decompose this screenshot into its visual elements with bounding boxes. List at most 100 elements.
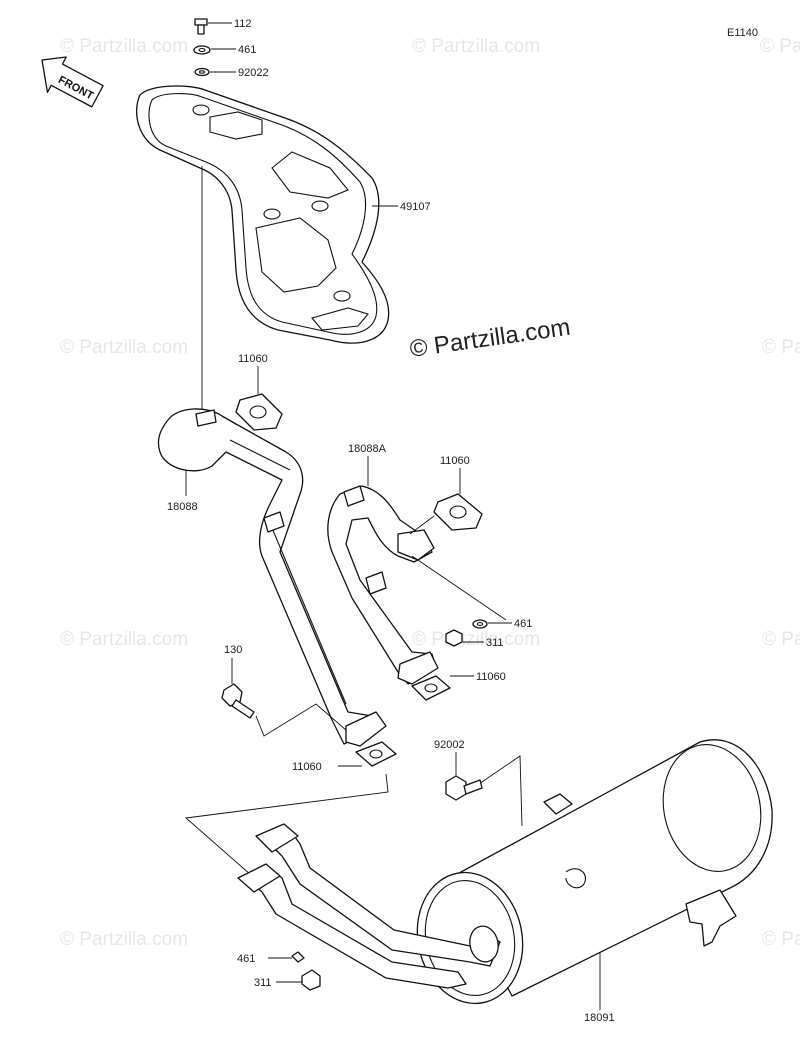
gasket-icon — [235, 393, 283, 431]
watermark: © Partzilla.com — [762, 337, 800, 358]
watermark-layer: © Partzilla.com © Partzilla.com © Partzi… — [60, 36, 800, 950]
callout-18088: 18088 — [167, 501, 198, 513]
callout-11060-lower-left: 11060 — [292, 761, 322, 773]
callout-11060-mid-right: 11060 — [476, 671, 506, 683]
mount-hole-icon — [311, 200, 329, 212]
pipe-bracket-icon — [343, 485, 365, 507]
inlet-flange-icon — [255, 823, 299, 853]
nut-icon — [301, 969, 321, 991]
muffler — [416, 739, 773, 1005]
callout-311-mid: 311 — [486, 637, 504, 649]
heat-guard-slot — [271, 151, 349, 199]
pipe-seam — [229, 439, 347, 705]
gasket-icon — [355, 741, 397, 767]
watermark: © Partzilla.com — [412, 36, 540, 57]
gasket-hole-icon — [449, 505, 467, 519]
gasket-upper-right — [433, 493, 483, 531]
pipe-flange-icon — [397, 651, 439, 685]
bolt-shank-icon — [231, 699, 255, 719]
callout-49107: 49107 — [400, 201, 431, 213]
callout-130: 130 — [224, 644, 242, 656]
watermark: © Partzilla.com — [60, 337, 188, 358]
top-hardware — [193, 18, 236, 77]
washer-hole-icon — [476, 621, 484, 627]
bottom-hardware — [268, 951, 321, 991]
washer-hole-icon — [198, 70, 206, 74]
muffler-inlet-pipes — [237, 823, 501, 989]
heat-guard-slot — [311, 307, 369, 331]
pipe-bracket-icon — [195, 409, 217, 427]
gasket-lower-left — [355, 741, 397, 767]
mount-hole-icon — [263, 208, 281, 220]
callout-18088a: 18088A — [348, 443, 387, 455]
pipe-outline — [157, 408, 377, 745]
callout-11060-upper-left: 11060 — [238, 353, 268, 365]
inlet-flange-icon — [237, 863, 281, 893]
mid-hardware — [445, 619, 512, 647]
callout-18091: 18091 — [584, 1012, 615, 1024]
leader-line — [184, 773, 389, 919]
heat-guard-outline — [136, 85, 390, 344]
leader-line — [255, 703, 347, 737]
gasket-mid-right — [411, 675, 451, 701]
front-arrow: FRONT — [41, 56, 104, 108]
exhaust-pipe-right — [327, 485, 439, 685]
muffler-bracket-icon — [685, 889, 737, 947]
watermark: © Partzilla.com — [762, 929, 800, 950]
watermark: © Partzilla.com — [60, 36, 188, 57]
muffler-body — [449, 739, 773, 997]
muffler-far-end — [662, 744, 762, 872]
leader-line — [475, 755, 523, 827]
pipe-bracket-icon — [263, 511, 285, 533]
mount-hole-icon — [333, 290, 351, 302]
callout-461: 461 — [238, 44, 256, 56]
washer-icon — [193, 45, 211, 55]
callout-112: 112 — [234, 18, 252, 30]
watermark: © Partzilla.com — [60, 929, 188, 950]
inlet-joint-icon — [469, 925, 499, 963]
muffler-label-mark — [565, 868, 586, 889]
callout-311-bottom: 311 — [254, 977, 272, 989]
bolt-130 — [221, 683, 255, 719]
pipe-bracket-icon — [365, 571, 387, 595]
bolt-icon — [194, 18, 208, 26]
gasket-icon — [433, 493, 483, 531]
muffler-mount-icon — [543, 793, 573, 815]
nut-icon — [445, 629, 463, 647]
gasket-hole-icon — [424, 683, 438, 693]
heat-guard-slot — [255, 217, 337, 293]
bolt-shank-icon — [197, 24, 205, 35]
diagram-code: E1140 — [727, 27, 758, 39]
washer-icon — [472, 619, 488, 629]
mount-hole-icon — [192, 104, 210, 116]
bolt-92002 — [445, 775, 483, 801]
gasket-hole-icon — [369, 749, 383, 759]
gasket-icon — [411, 675, 451, 701]
watermark: © Partzilla.com — [60, 629, 188, 650]
watermark: © Partzilla.com — [760, 36, 800, 57]
bolt-shank-icon — [463, 779, 483, 795]
exhaust-pipe-left — [157, 408, 387, 747]
heat-guard-inner-edge — [148, 93, 378, 335]
bolt-head-icon — [445, 775, 467, 801]
callout-92022: 92022 — [238, 67, 269, 79]
pipe-flange-icon — [397, 529, 435, 561]
front-arrow-icon — [41, 56, 104, 108]
callout-11060-upper-right: 11060 — [440, 455, 470, 467]
washer-hole-icon — [198, 47, 206, 53]
callout-92002: 92002 — [434, 739, 465, 751]
copyright-text: © Partzilla.com — [408, 314, 572, 363]
gasket-upper-left — [235, 393, 283, 431]
washer-icon — [194, 67, 210, 77]
watermark: © Partzilla.com — [412, 629, 540, 650]
callout-461-bottom: 461 — [237, 953, 255, 965]
pipe-flange-icon — [345, 711, 387, 747]
watermark: © Partzilla.com — [762, 629, 800, 650]
washer-icon — [291, 951, 305, 963]
gasket-hole-icon — [249, 405, 267, 419]
heat-guard-slot — [209, 111, 263, 140]
heat-guard — [136, 85, 398, 344]
callout-461-mid: 461 — [514, 618, 532, 630]
